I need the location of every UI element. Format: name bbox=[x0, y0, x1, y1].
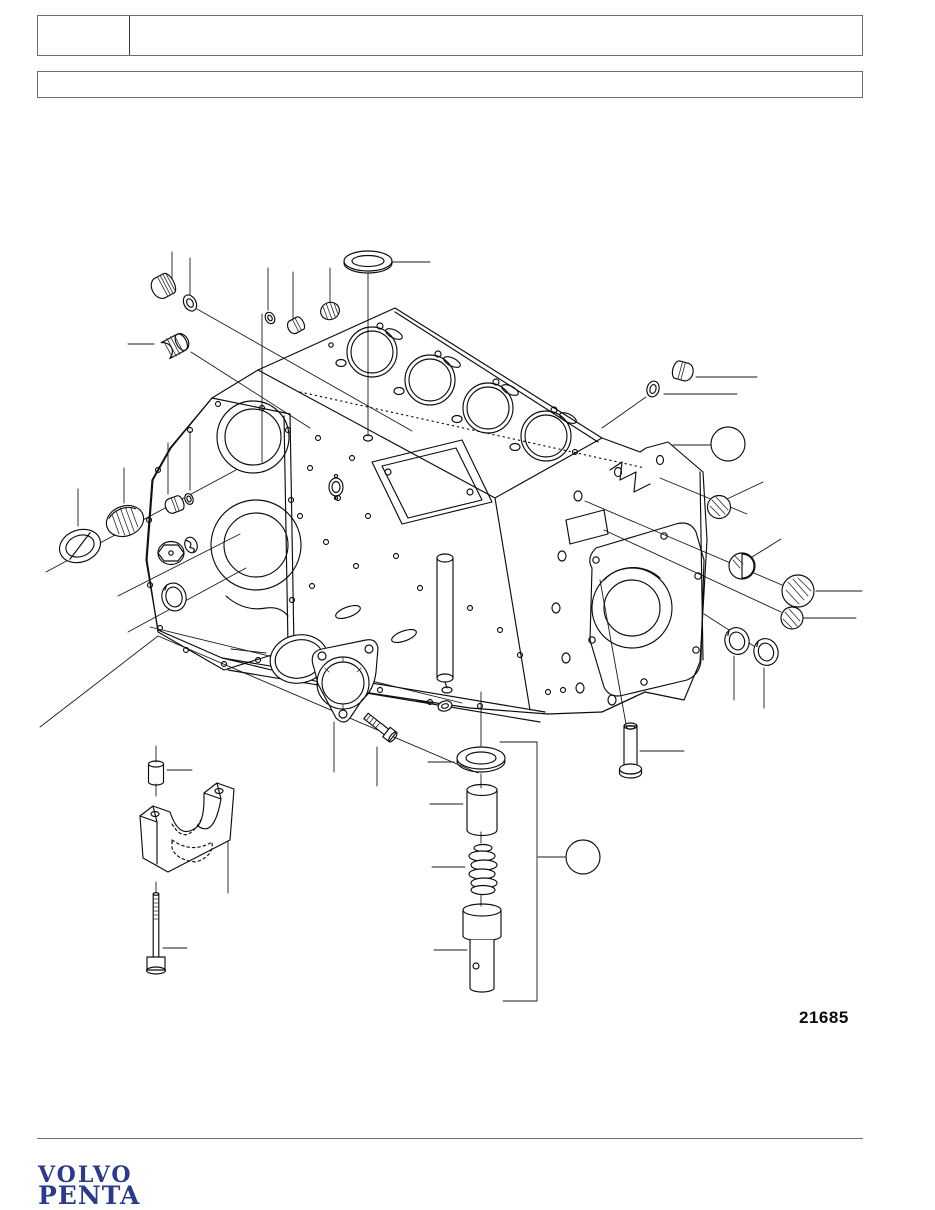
volvo-penta-logo: VOLVO PENTA bbox=[38, 1162, 141, 1210]
cup-plug-top bbox=[320, 301, 340, 321]
cup-plug-left bbox=[105, 504, 145, 538]
cup-plug-r2 bbox=[781, 574, 815, 608]
flywheel-end-face bbox=[551, 454, 705, 713]
figure-number: 21685 bbox=[799, 1008, 849, 1027]
ring-middle-small bbox=[437, 700, 453, 712]
deck-centerline bbox=[299, 391, 646, 469]
bearing-cap bbox=[139, 782, 235, 873]
dowel-pin bbox=[618, 722, 643, 779]
callout-balloon-bottom bbox=[565, 839, 601, 875]
crank-seal-ring bbox=[58, 528, 102, 564]
ring-right-b bbox=[753, 638, 779, 666]
ring-left bbox=[161, 582, 187, 612]
assembly-bracket bbox=[499, 741, 538, 1002]
cup-plug-r3 bbox=[780, 606, 804, 630]
sleeve-center bbox=[466, 783, 498, 837]
hex-bolt-middle bbox=[363, 712, 398, 743]
side-cover-panel bbox=[371, 439, 493, 525]
piston-cooling-valve bbox=[462, 903, 502, 993]
plug-left-small bbox=[164, 495, 185, 514]
header-table bbox=[37, 15, 863, 56]
deck-holes bbox=[328, 322, 579, 456]
cup-plug-r1 bbox=[706, 494, 732, 520]
hex-plug-with-washer bbox=[157, 536, 198, 566]
header-subrow bbox=[37, 71, 863, 98]
ring-right-a bbox=[724, 627, 750, 655]
washer-top-left bbox=[182, 294, 198, 312]
plug-left-tiny bbox=[184, 493, 194, 505]
header-cell-divider bbox=[129, 16, 130, 55]
axis-lines bbox=[39, 251, 863, 1002]
sleeve-tool bbox=[147, 760, 165, 786]
front-face-details bbox=[221, 434, 567, 723]
footer-divider bbox=[37, 1138, 863, 1139]
washer-right bbox=[646, 380, 660, 398]
seal-ring-center bbox=[456, 746, 506, 773]
hex-plug-top-left bbox=[150, 272, 177, 299]
expansion-plug bbox=[728, 552, 756, 580]
block-outline bbox=[145, 307, 708, 715]
logo-penta: PENTA bbox=[38, 1180, 141, 1210]
logo-volvo: VOLVO bbox=[38, 1162, 133, 1188]
plug-small-top bbox=[286, 316, 306, 335]
long-bolt bbox=[145, 892, 167, 975]
spring bbox=[468, 843, 498, 896]
hex-plug-right bbox=[671, 360, 694, 382]
stud-small bbox=[264, 311, 276, 325]
exploded-parts bbox=[58, 250, 815, 993]
callout-balloon-right bbox=[710, 426, 746, 462]
oil-supply-tube bbox=[436, 553, 454, 694]
cylinder-bores bbox=[346, 326, 572, 462]
threaded-cup-plug bbox=[160, 333, 190, 360]
cover-plate-gasket bbox=[311, 639, 379, 723]
timing-cover bbox=[145, 397, 302, 671]
sealing-ring-top bbox=[343, 250, 393, 274]
engine-block bbox=[145, 307, 708, 723]
